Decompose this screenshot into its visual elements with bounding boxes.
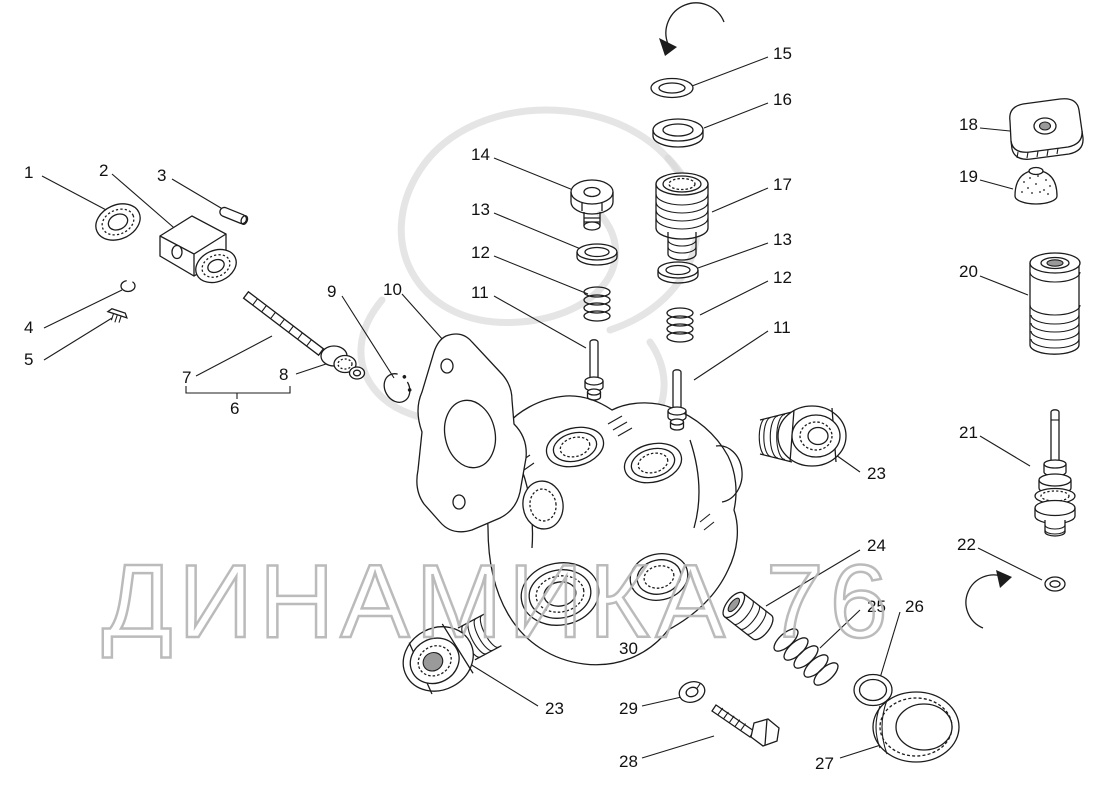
callout-3: 3 (157, 166, 167, 185)
part-valve-assembly-21 (1034, 409, 1076, 537)
callout-25: 25 (867, 597, 886, 616)
callout-20: 20 (959, 262, 978, 281)
rotation-arrow-right-icon (965, 570, 1012, 629)
callout-19: 19 (959, 167, 978, 186)
part-oring-22 (1044, 576, 1066, 592)
callout-5: 5 (24, 350, 34, 369)
callout-18: 18 (959, 115, 978, 134)
callout-21: 21 (959, 423, 978, 442)
rotation-arrow-top-icon (659, 2, 725, 56)
callout-30: 30 (619, 639, 638, 658)
part-washer-13-left (576, 243, 618, 266)
callout-12-left: 12 (471, 243, 490, 262)
callout-8: 8 (279, 365, 289, 384)
leader-lines (41, 56, 1043, 759)
part-spring-12-right (666, 307, 694, 343)
callout-28: 28 (619, 752, 638, 771)
part-valve-stem-11-right (667, 369, 687, 431)
callout-13-right: 13 (773, 230, 792, 249)
callout-14: 14 (471, 145, 490, 164)
part-valve-24 (722, 591, 774, 641)
part-spring-25 (773, 628, 839, 686)
callout-29: 29 (619, 699, 638, 718)
part-lock-washer-29 (678, 681, 706, 703)
bracket-6 (185, 386, 291, 399)
part-hex-plug-14 (570, 179, 614, 231)
part-pin-3 (219, 206, 249, 226)
part-seal-washer-16 (652, 118, 704, 148)
part-spring-12-left (583, 286, 611, 322)
part-snap-ring-9 (383, 373, 412, 403)
callout-10: 10 (383, 280, 402, 299)
part-screw-5 (106, 308, 128, 323)
part-plug-cap-27 (872, 691, 960, 763)
part-body-plug-20 (1029, 252, 1081, 355)
callout-1: 1 (24, 163, 34, 182)
part-cap-18 (1009, 98, 1084, 160)
part-fitting-23-bottom (402, 613, 502, 695)
callout-27: 27 (815, 754, 834, 773)
callout-13-left: 13 (471, 200, 490, 219)
callout-17: 17 (773, 175, 792, 194)
part-fitting-17 (655, 172, 709, 261)
part-bracket-2 (159, 215, 237, 284)
callout-9: 9 (327, 282, 337, 301)
part-fitting-23-right (758, 405, 847, 467)
callout-22: 22 (957, 535, 976, 554)
callout-7: 7 (182, 368, 192, 387)
callout-26: 26 (905, 597, 924, 616)
callout-12-right: 12 (773, 268, 792, 287)
callout-4: 4 (24, 318, 34, 337)
callout-11-left: 11 (471, 283, 489, 302)
part-main-body-30 (487, 395, 743, 666)
callout-16: 16 (773, 90, 792, 109)
part-bushing-8 (320, 345, 366, 380)
callout-15: 15 (773, 44, 792, 63)
callout-23-bottom: 23 (545, 699, 564, 718)
part-bolt-28 (711, 704, 780, 747)
callout-24: 24 (867, 536, 886, 555)
callout-23-right: 23 (867, 464, 886, 483)
callout-11-right: 11 (773, 318, 791, 337)
callout-2: 2 (99, 161, 109, 180)
part-valve-stem-11-left (584, 339, 604, 401)
part-oring-15 (650, 77, 694, 99)
part-shaft-7 (242, 290, 325, 357)
part-knurled-nut-1 (95, 203, 141, 241)
part-clip-washer-4 (120, 279, 136, 293)
part-washer-13-right (657, 261, 699, 284)
part-rubber-boot-19 (1014, 166, 1058, 205)
part-gasket-10 (416, 333, 527, 533)
part-oring-26 (853, 673, 893, 707)
callout-6: 6 (230, 399, 240, 418)
